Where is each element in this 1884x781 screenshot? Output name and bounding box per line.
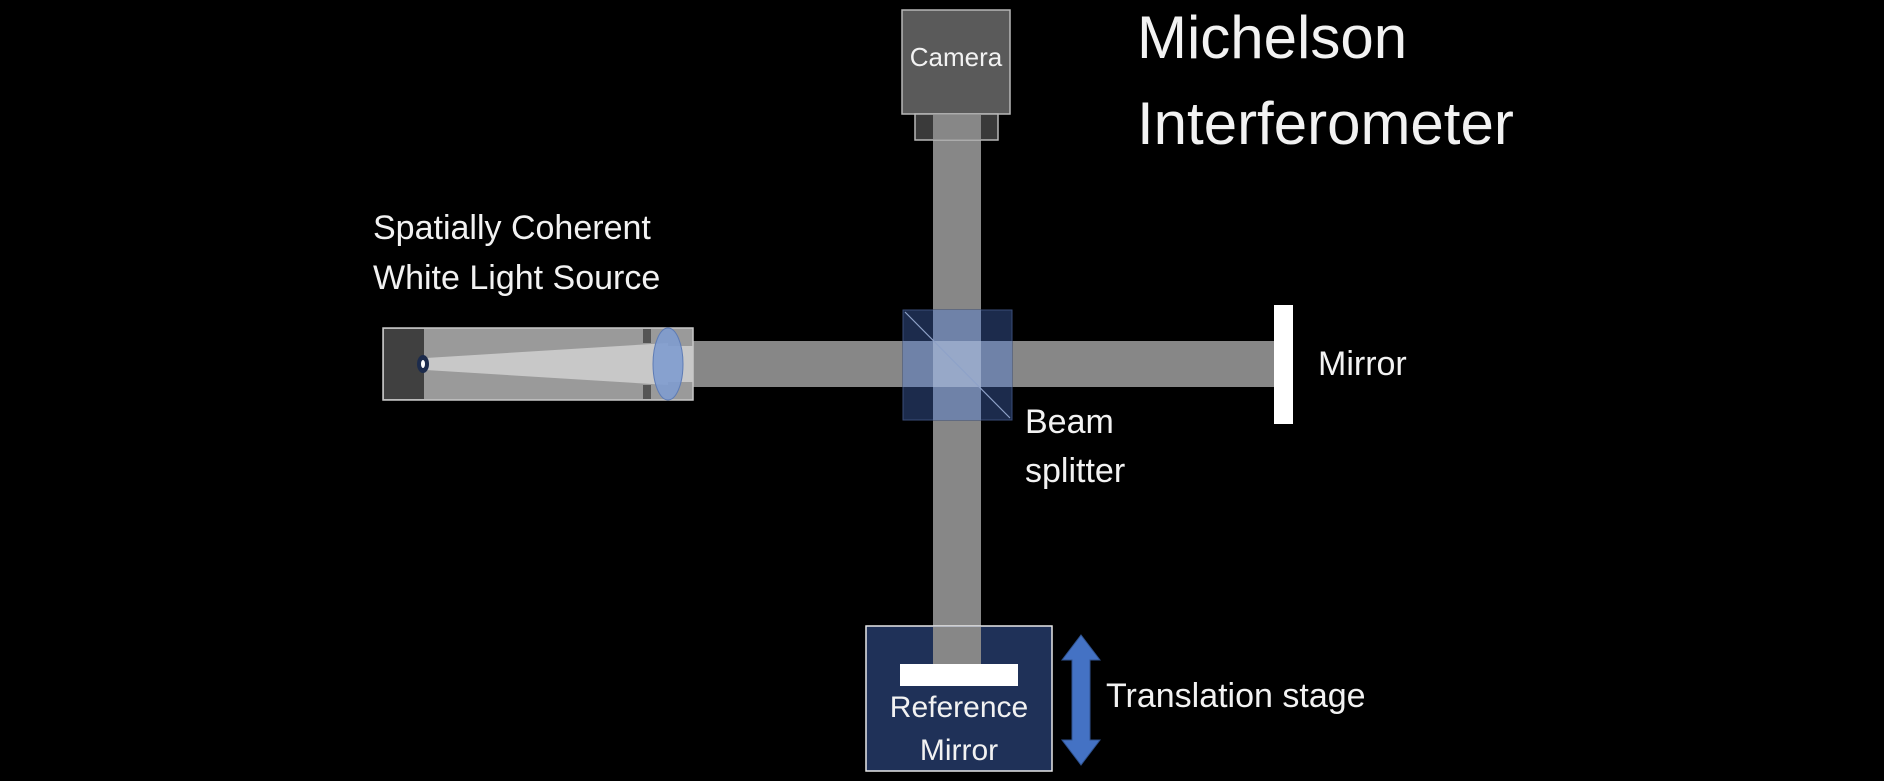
mirror-label: Mirror xyxy=(1318,345,1407,383)
light-cone xyxy=(426,343,668,385)
light-source-label-line1: Spatially Coherent xyxy=(373,209,651,247)
camera-label: Camera xyxy=(909,42,1003,72)
camera xyxy=(901,9,1011,141)
lamp-filament xyxy=(421,360,425,368)
aperture-stop-bottom xyxy=(643,385,651,399)
aperture-stop-top xyxy=(643,329,651,343)
beam-splitter xyxy=(902,309,1013,421)
reference-mirror-bar xyxy=(900,664,1018,686)
reference-mirror-stage xyxy=(865,625,1053,772)
camera-aperture xyxy=(933,115,981,139)
translation-stage-label: Translation stage xyxy=(1106,677,1366,715)
title-line2: Interferometer xyxy=(1137,90,1514,157)
splitter-diagonal xyxy=(904,311,1011,419)
beam-splitter-label-line2: splitter xyxy=(1025,452,1126,490)
reference-mirror-label-line2: Mirror xyxy=(919,734,999,767)
reference-beam-segment xyxy=(933,627,981,665)
mirror xyxy=(1274,305,1293,424)
reference-mirror-label-line1: Reference xyxy=(889,691,1029,724)
double-arrow-vertical-icon xyxy=(1060,634,1102,766)
beam-splitter-label-line1: Beam xyxy=(1025,403,1114,441)
light-source-label-line2: White Light Source xyxy=(373,259,661,297)
collimating-lens xyxy=(652,327,684,401)
title-line1: Michelson xyxy=(1137,4,1408,71)
light-source xyxy=(382,327,694,401)
